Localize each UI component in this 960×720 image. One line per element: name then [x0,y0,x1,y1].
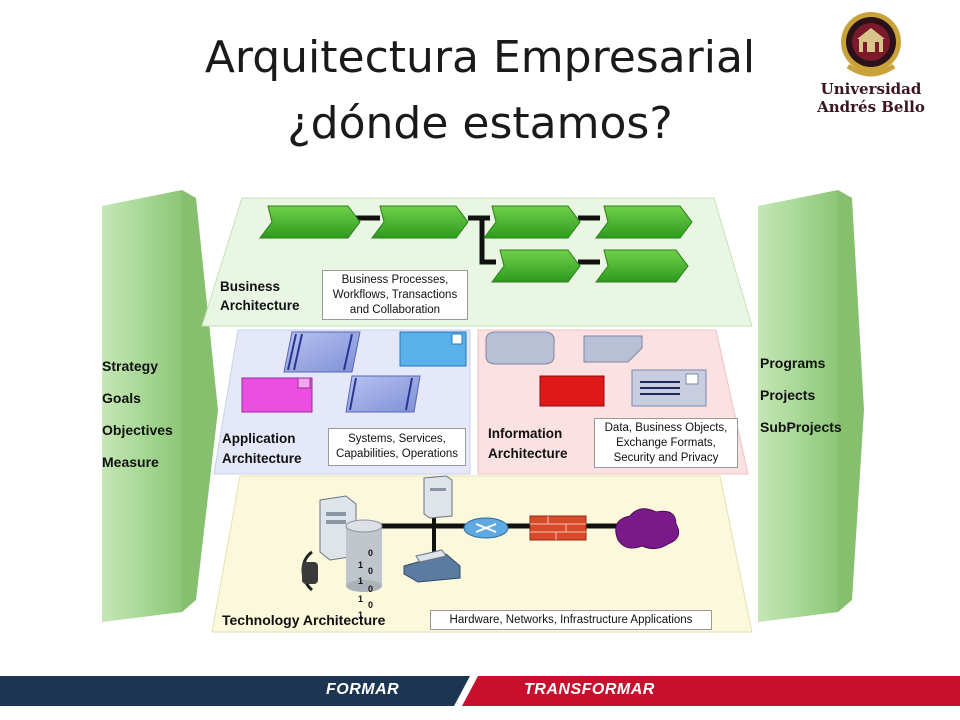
information-components [485,331,707,407]
binary-digit: 1 [358,560,364,570]
application-architecture-label-line2: Architecture [222,451,302,466]
technology-description-box: Hardware, Networks, Infrastructure Appli… [430,610,712,630]
footer-formar: FORMAR [326,681,400,698]
technology-desc: Hardware, Networks, Infrastructure Appli… [449,613,693,626]
application-components [241,331,467,413]
information-desc-line1: Data, Business Objects, [604,421,728,434]
business-description-box: Business Processes, Workflows, Transacti… [322,270,468,320]
left-item-objectives: Objectives [102,422,173,438]
business-architecture-label-line1: Business [220,279,281,294]
left-item-strategy: Strategy [102,358,159,374]
information-desc-line2: Exchange Formats, [616,436,716,449]
process-flow [259,205,693,283]
left-item-goals: Goals [102,390,141,406]
application-desc-line2: Capabilities, Operations [335,448,459,460]
app-component-2 [399,331,467,367]
application-description-box: Systems, Services, Capabilities, Operati… [328,428,466,466]
application-desc-line1: Systems, Services, [348,433,446,445]
university-logo-emblem [841,12,901,77]
scanner-icon [403,549,461,583]
binary-digit: 0 [368,600,374,610]
technology-components [301,475,680,592]
app-component-1 [283,331,361,373]
process-step-4 [595,205,693,239]
process-step-6 [595,249,689,283]
business-desc-line2: Workflows, Transactions [332,288,458,301]
internet-cloud-icon [615,508,680,550]
left-strategy-column [102,190,218,622]
router-icon [463,517,509,539]
logo-text-line2: Andrés Bello [817,98,925,116]
small-server-icon [423,475,453,519]
business-desc-line1: Business Processes, [341,273,449,286]
binary-digit: 1 [358,576,364,586]
business-object-shape [539,375,605,407]
phone-icon [301,550,318,592]
technology-layer [211,475,753,633]
binary-digit: 0 [368,584,374,594]
business-architecture-label-line2: Architecture [220,298,300,313]
right-item-programs: Programs [760,355,826,371]
binary-digit: 0 [368,566,374,576]
disk-storage-icon [345,519,383,592]
data-store-shape [485,331,555,365]
information-description-box: Data, Business Objects, Exchange Formats… [594,418,738,468]
technology-architecture-label: Technology Architecture [222,612,386,628]
process-step-5 [491,249,581,283]
app-component-3 [241,377,313,413]
application-architecture-label-line1: Application [222,431,296,446]
information-architecture-label-line1: Information [488,426,563,441]
process-step-3 [483,205,581,239]
app-component-4 [345,375,421,413]
business-desc-line3: and Collaboration [349,303,441,316]
left-item-measure: Measure [102,454,159,470]
binary-digit: 0 [368,548,374,558]
footer-band [0,676,960,706]
logo-text-line1: Universidad [820,80,922,98]
document-shape [631,369,707,407]
right-item-subprojects: SubProjects [760,419,842,435]
page-title-line2: ¿dónde estamos? [287,98,673,149]
footer-transformar: TRANSFORMAR [524,681,655,698]
information-architecture-label-line2: Architecture [488,446,568,461]
information-desc-line3: Security and Privacy [613,451,719,464]
data-flow-shape [583,335,643,363]
firewall-icon [529,515,587,541]
binary-digit: 1 [358,610,364,620]
right-item-projects: Projects [760,387,816,403]
process-step-1 [259,205,361,239]
right-projects-column [758,190,864,622]
page-title-line1: Arquitectura Empresarial [204,32,756,83]
process-step-2 [371,205,469,239]
binary-digit: 1 [358,594,364,604]
